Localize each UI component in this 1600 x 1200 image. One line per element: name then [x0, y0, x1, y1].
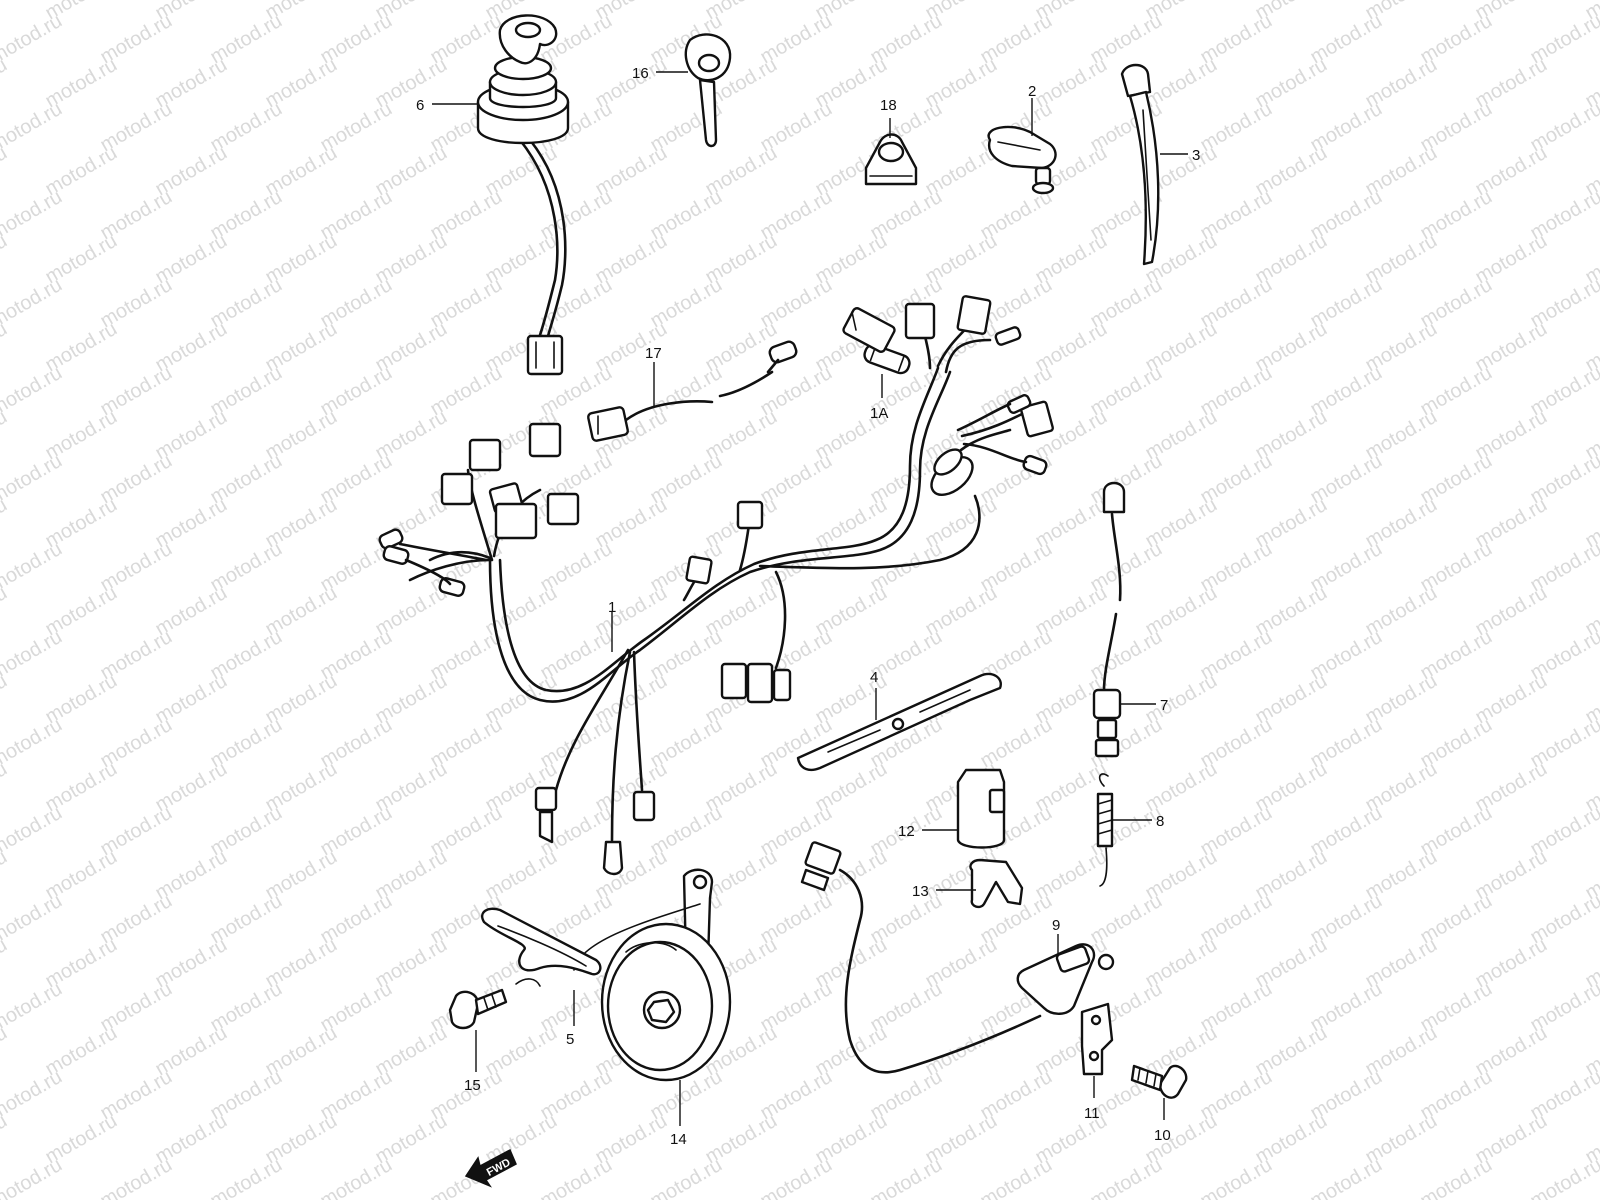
watermark-text: motod.ru: [647, 1154, 726, 1200]
callout-6: 6: [416, 97, 424, 114]
watermark-text: motod.ru: [977, 1154, 1056, 1200]
callout-2: 2: [1028, 83, 1036, 100]
relay-part: [922, 768, 1006, 849]
sensor-7-part: [1092, 481, 1156, 758]
callout-3: 3: [1192, 147, 1200, 164]
callout-4: 4: [870, 669, 878, 686]
wiring-harness-part: [378, 295, 1054, 876]
watermark-text: motod.ru: [0, 978, 66, 1037]
watermark-text: motod.ru: [0, 1066, 66, 1125]
watermark-text: motod.ru: [1527, 1154, 1600, 1200]
callout-8: 8: [1156, 813, 1164, 830]
bolt-15-part: [448, 988, 508, 1072]
watermark-text: motod.ru: [317, 1154, 396, 1200]
watermark-text: motod.ru: [0, 450, 66, 509]
clamp-2-part: [987, 98, 1057, 195]
callout-1: 1: [608, 599, 616, 616]
cable-tie-part: [1120, 63, 1188, 266]
callout-7: 7: [1160, 697, 1168, 714]
bolt-10-part: [1130, 1064, 1188, 1120]
watermark-text: motod.ru: [0, 98, 66, 157]
watermark-text: motod.ru: [0, 890, 66, 949]
lead-wire-part: [587, 340, 798, 442]
watermark-text: motod.ru: [0, 186, 66, 245]
watermark-text: motod.ru: [0, 538, 66, 597]
watermark-text: motod.ru: [0, 0, 11, 24]
callout-9: 9: [1052, 917, 1060, 934]
callout-12: 12: [898, 823, 915, 840]
ignition-switch-part: [432, 14, 570, 376]
horn-part: [600, 868, 732, 1126]
callout-17: 17: [645, 345, 662, 362]
watermark-text: motod.ru: [1087, 1154, 1166, 1200]
watermark-text: motod.ru: [207, 1154, 286, 1200]
wire-strap-part: [481, 903, 701, 1026]
relay-bracket-part: [936, 858, 1024, 909]
watermark-text: motod.ru: [1307, 1154, 1386, 1200]
watermark-text: motod.ru: [1197, 1154, 1276, 1200]
callout-10: 10: [1154, 1127, 1171, 1144]
callout-1A: 1A: [870, 405, 888, 422]
bracket-plate-part: [796, 672, 1002, 772]
watermark-text: motod.ru: [97, 1154, 176, 1200]
watermark-text: motod.ru: [0, 1154, 66, 1200]
watermark-text: motod.ru: [0, 274, 66, 333]
bracket-11-part: [1080, 1002, 1114, 1098]
switch-9-part: [800, 841, 1115, 1074]
ignition-key-part: [656, 33, 732, 148]
spring-part: [1096, 773, 1152, 887]
watermark-text: motod.ru: [537, 1154, 616, 1200]
callout-15: 15: [464, 1077, 481, 1094]
callout-16: 16: [632, 65, 649, 82]
watermark-text: motod.ru: [0, 714, 66, 773]
callout-5: 5: [566, 1031, 574, 1048]
watermark-text: motod.ru: [757, 1154, 836, 1200]
clamp-18-part: [864, 118, 918, 186]
watermark-text: motod.ru: [867, 1154, 946, 1200]
callout-13: 13: [912, 883, 929, 900]
watermark-text: motod.ru: [0, 10, 66, 69]
watermark-text: motod.ru: [0, 362, 66, 421]
callout-14: 14: [670, 1131, 687, 1148]
callout-11: 11: [1084, 1105, 1100, 1122]
callout-18: 18: [880, 97, 897, 114]
watermark-text: motod.ru: [0, 802, 66, 861]
watermark-text: motod.ru: [0, 626, 66, 685]
watermark-text: motod.ru: [1417, 1154, 1496, 1200]
callout-labels: 6 16 18 2 3 17 1A 1 4 7 8 12 13 9 5 15 1…: [416, 65, 1200, 1148]
